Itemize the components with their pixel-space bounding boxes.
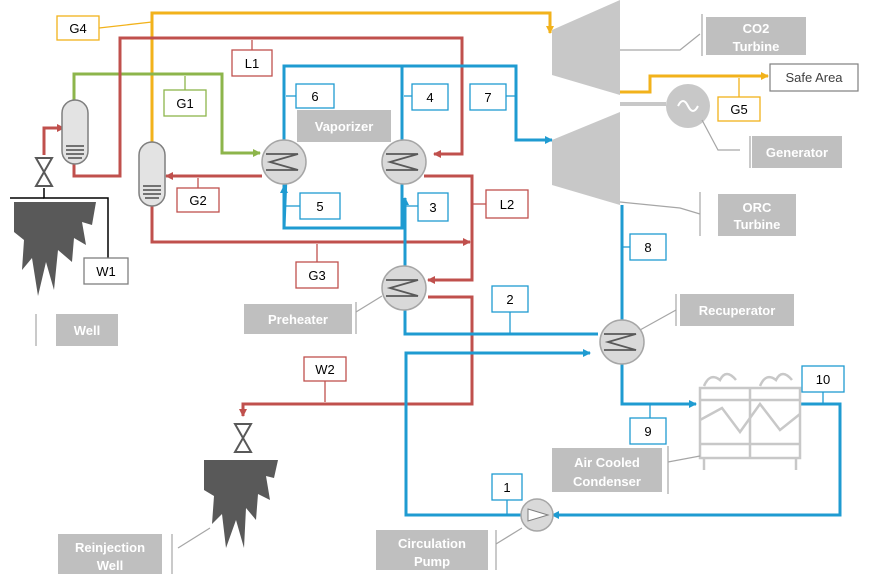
stream-tag-w1: W1: [96, 264, 116, 279]
reinjection-well-label-line2: Well: [97, 558, 124, 573]
stream-tag-l1: L1: [245, 56, 259, 71]
co2-turbine-label-line2: Turbine: [733, 39, 780, 54]
co2-pipe-g4: [150, 11, 554, 150]
condenser-label-line1: Air Cooled: [574, 455, 640, 470]
preheater-label: Preheater: [268, 312, 328, 327]
pump-label-line2: Pump: [414, 554, 450, 569]
stream-tag-8: 8: [644, 240, 651, 255]
vaporizer-1-icon[interactable]: [261, 139, 307, 185]
reinjection-well-label-line1: Reinjection: [75, 540, 145, 555]
stream-tag-7: 7: [484, 90, 491, 105]
orc-turbine-icon[interactable]: [552, 112, 620, 205]
well-casing-line: [43, 188, 109, 268]
orc-turbine-leader: [619, 201, 701, 215]
stream-tag-g3: G3: [308, 268, 325, 283]
separator-2-icon: [138, 141, 166, 207]
wellhead-valve-icon[interactable]: [34, 157, 54, 187]
vaporizer-label: Vaporizer: [315, 119, 374, 134]
gas-pipe-g1: [72, 72, 261, 157]
orc-pipe-7: [402, 64, 553, 144]
safe-area-label: Safe Area: [785, 70, 843, 85]
stream-tag-6: 6: [311, 89, 318, 104]
stream-tag-1: 1: [503, 480, 510, 495]
stream-tag-4: 4: [426, 90, 433, 105]
stream-tag-g1: G1: [176, 96, 193, 111]
stream-tag-w2: W2: [315, 362, 335, 377]
stream-tag-3: 3: [429, 200, 436, 215]
generator-leader: [701, 119, 740, 151]
stream-tag-l2: L2: [500, 197, 514, 212]
stream-tag-5: 5: [316, 199, 323, 214]
air-cooled-condenser-icon[interactable]: [698, 372, 802, 470]
co2-turbine-label-line1: CO2: [743, 21, 770, 36]
separator-1-icon: [61, 99, 89, 165]
well-label: Well: [74, 323, 101, 338]
orc-pipe-1: [404, 349, 591, 517]
reinjection-leader: [177, 527, 211, 549]
brine-pipe-l1: [72, 36, 464, 178]
condenser-leader: [667, 455, 701, 463]
recuperator-leader: [639, 309, 677, 331]
reinjection-well-ground-icon: [204, 460, 278, 548]
brine-pipe-well-to-separator: [42, 124, 65, 155]
co2-turbine-icon[interactable]: [552, 0, 620, 95]
co2-pipe-g5: [620, 72, 769, 94]
vaporizer-2-icon[interactable]: [381, 139, 427, 185]
orc-pipe-2: [403, 304, 598, 336]
generator-label: Generator: [766, 145, 828, 160]
stream-tag-9: 9: [644, 424, 651, 439]
stream-tag-g5: G5: [730, 102, 747, 117]
gas-pipe-g3: [150, 205, 471, 246]
orc-turbine-label-line2: Turbine: [734, 217, 781, 232]
stream-tag-2: 2: [506, 292, 513, 307]
generator-icon[interactable]: [620, 84, 710, 128]
orc-pipe-9: [620, 360, 697, 408]
condenser-label-line2: Condenser: [573, 474, 641, 489]
preheater-leader: [355, 295, 383, 313]
stream-tag-g2: G2: [189, 193, 206, 208]
recuperator-icon[interactable]: [599, 319, 645, 365]
reinjection-valve-icon[interactable]: [233, 423, 253, 453]
pump-leader: [495, 527, 523, 545]
stream-tag-g4: G4: [69, 21, 86, 36]
preheater-icon[interactable]: [381, 265, 427, 311]
pump-label-line1: Circulation: [398, 536, 466, 551]
recuperator-label: Recuperator: [699, 303, 776, 318]
co2-turbine-leader: [620, 33, 701, 51]
brine-pipe-l2: [424, 174, 474, 284]
stream-tag-10: 10: [816, 372, 830, 387]
orc-turbine-label-line1: ORC: [743, 200, 773, 215]
brine-pipe-w2: [239, 295, 474, 417]
circulation-pump-icon[interactable]: [520, 498, 554, 532]
orc-pipe-10: [551, 402, 842, 519]
well-ground-icon: [14, 202, 96, 296]
